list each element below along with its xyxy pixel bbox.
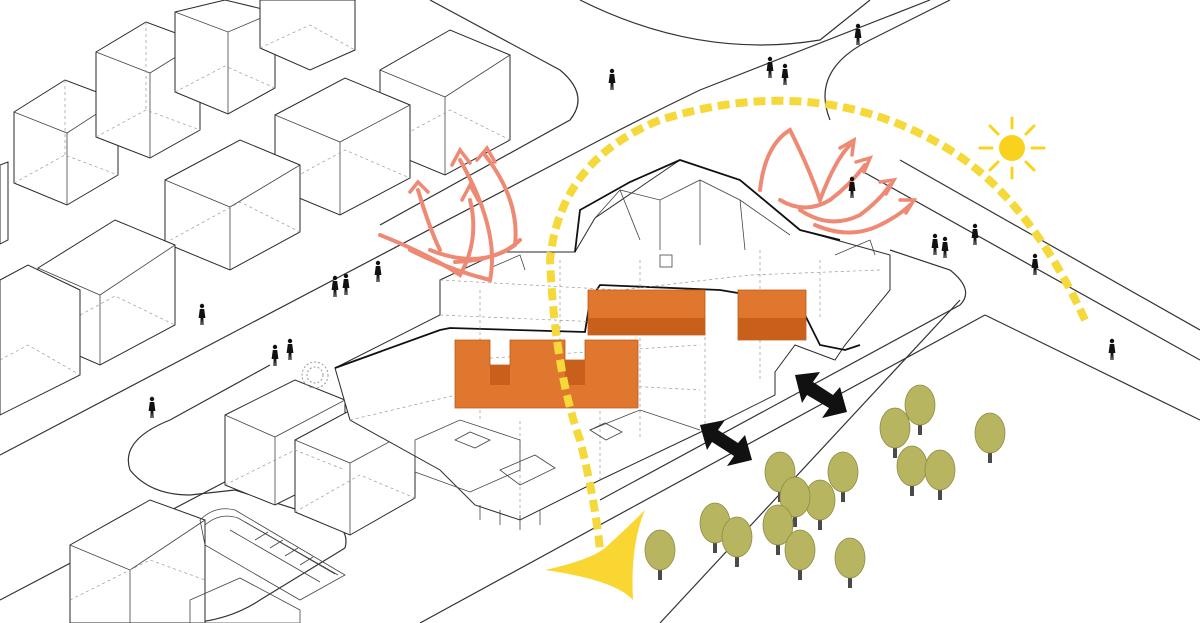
building-block [190, 578, 300, 623]
person-icon [149, 397, 156, 418]
tree-icon [897, 446, 927, 496]
tree-icon [805, 480, 835, 530]
sun-icon [980, 118, 1044, 178]
person-icon [942, 237, 949, 258]
tree-icon [835, 538, 865, 588]
person-icon [375, 261, 382, 282]
surrounding-buildings [0, 0, 510, 623]
person-icon [1109, 339, 1116, 360]
person-icon [782, 64, 789, 85]
person-icon [332, 276, 339, 297]
person-icon [287, 339, 294, 360]
building-block [165, 140, 300, 270]
person-icon [767, 57, 774, 78]
building-block [0, 162, 8, 244]
person-icon [972, 224, 979, 245]
volume-lower-left [455, 340, 638, 408]
building-block [70, 500, 205, 623]
tree-icon [722, 517, 752, 567]
rotunda-inner [307, 367, 323, 383]
tree-icon [785, 530, 815, 580]
person-icon [1032, 254, 1039, 275]
person-icon [272, 345, 279, 366]
person-icon [609, 69, 616, 90]
person-icon [343, 274, 350, 295]
building-block [0, 265, 80, 415]
person-icon [932, 234, 939, 255]
tree-icon [925, 450, 955, 500]
person-icon [199, 304, 206, 325]
tree-icon [975, 413, 1005, 463]
tree-icon [645, 530, 675, 580]
